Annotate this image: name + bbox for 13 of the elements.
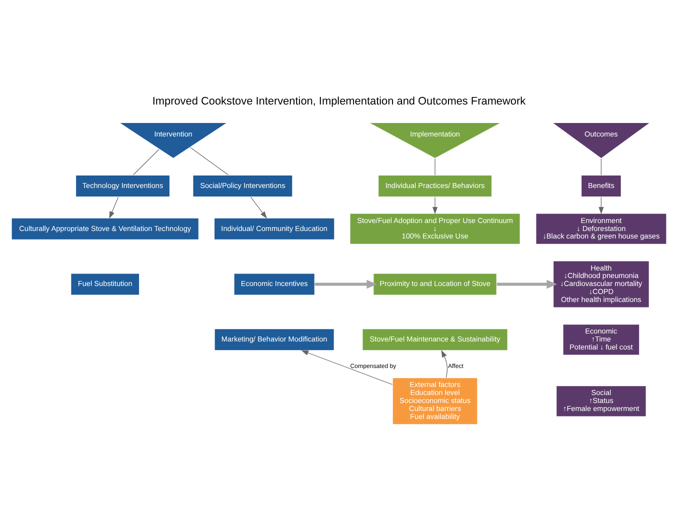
connector: [190, 147, 229, 176]
arrow: [250, 196, 267, 219]
connector: [434, 158, 436, 176]
arrow: [301, 350, 393, 385]
connector: [600, 158, 602, 176]
diagram-title: Improved Cookstove Intervention, Implementation and Outcomes Framework: [152, 96, 526, 108]
arrow: [314, 280, 377, 289]
arrow: [496, 280, 557, 289]
arrow: [441, 350, 448, 378]
connector: [132, 149, 160, 176]
arrow: [109, 196, 119, 219]
arrow: [598, 196, 604, 214]
arrow: [432, 196, 438, 214]
